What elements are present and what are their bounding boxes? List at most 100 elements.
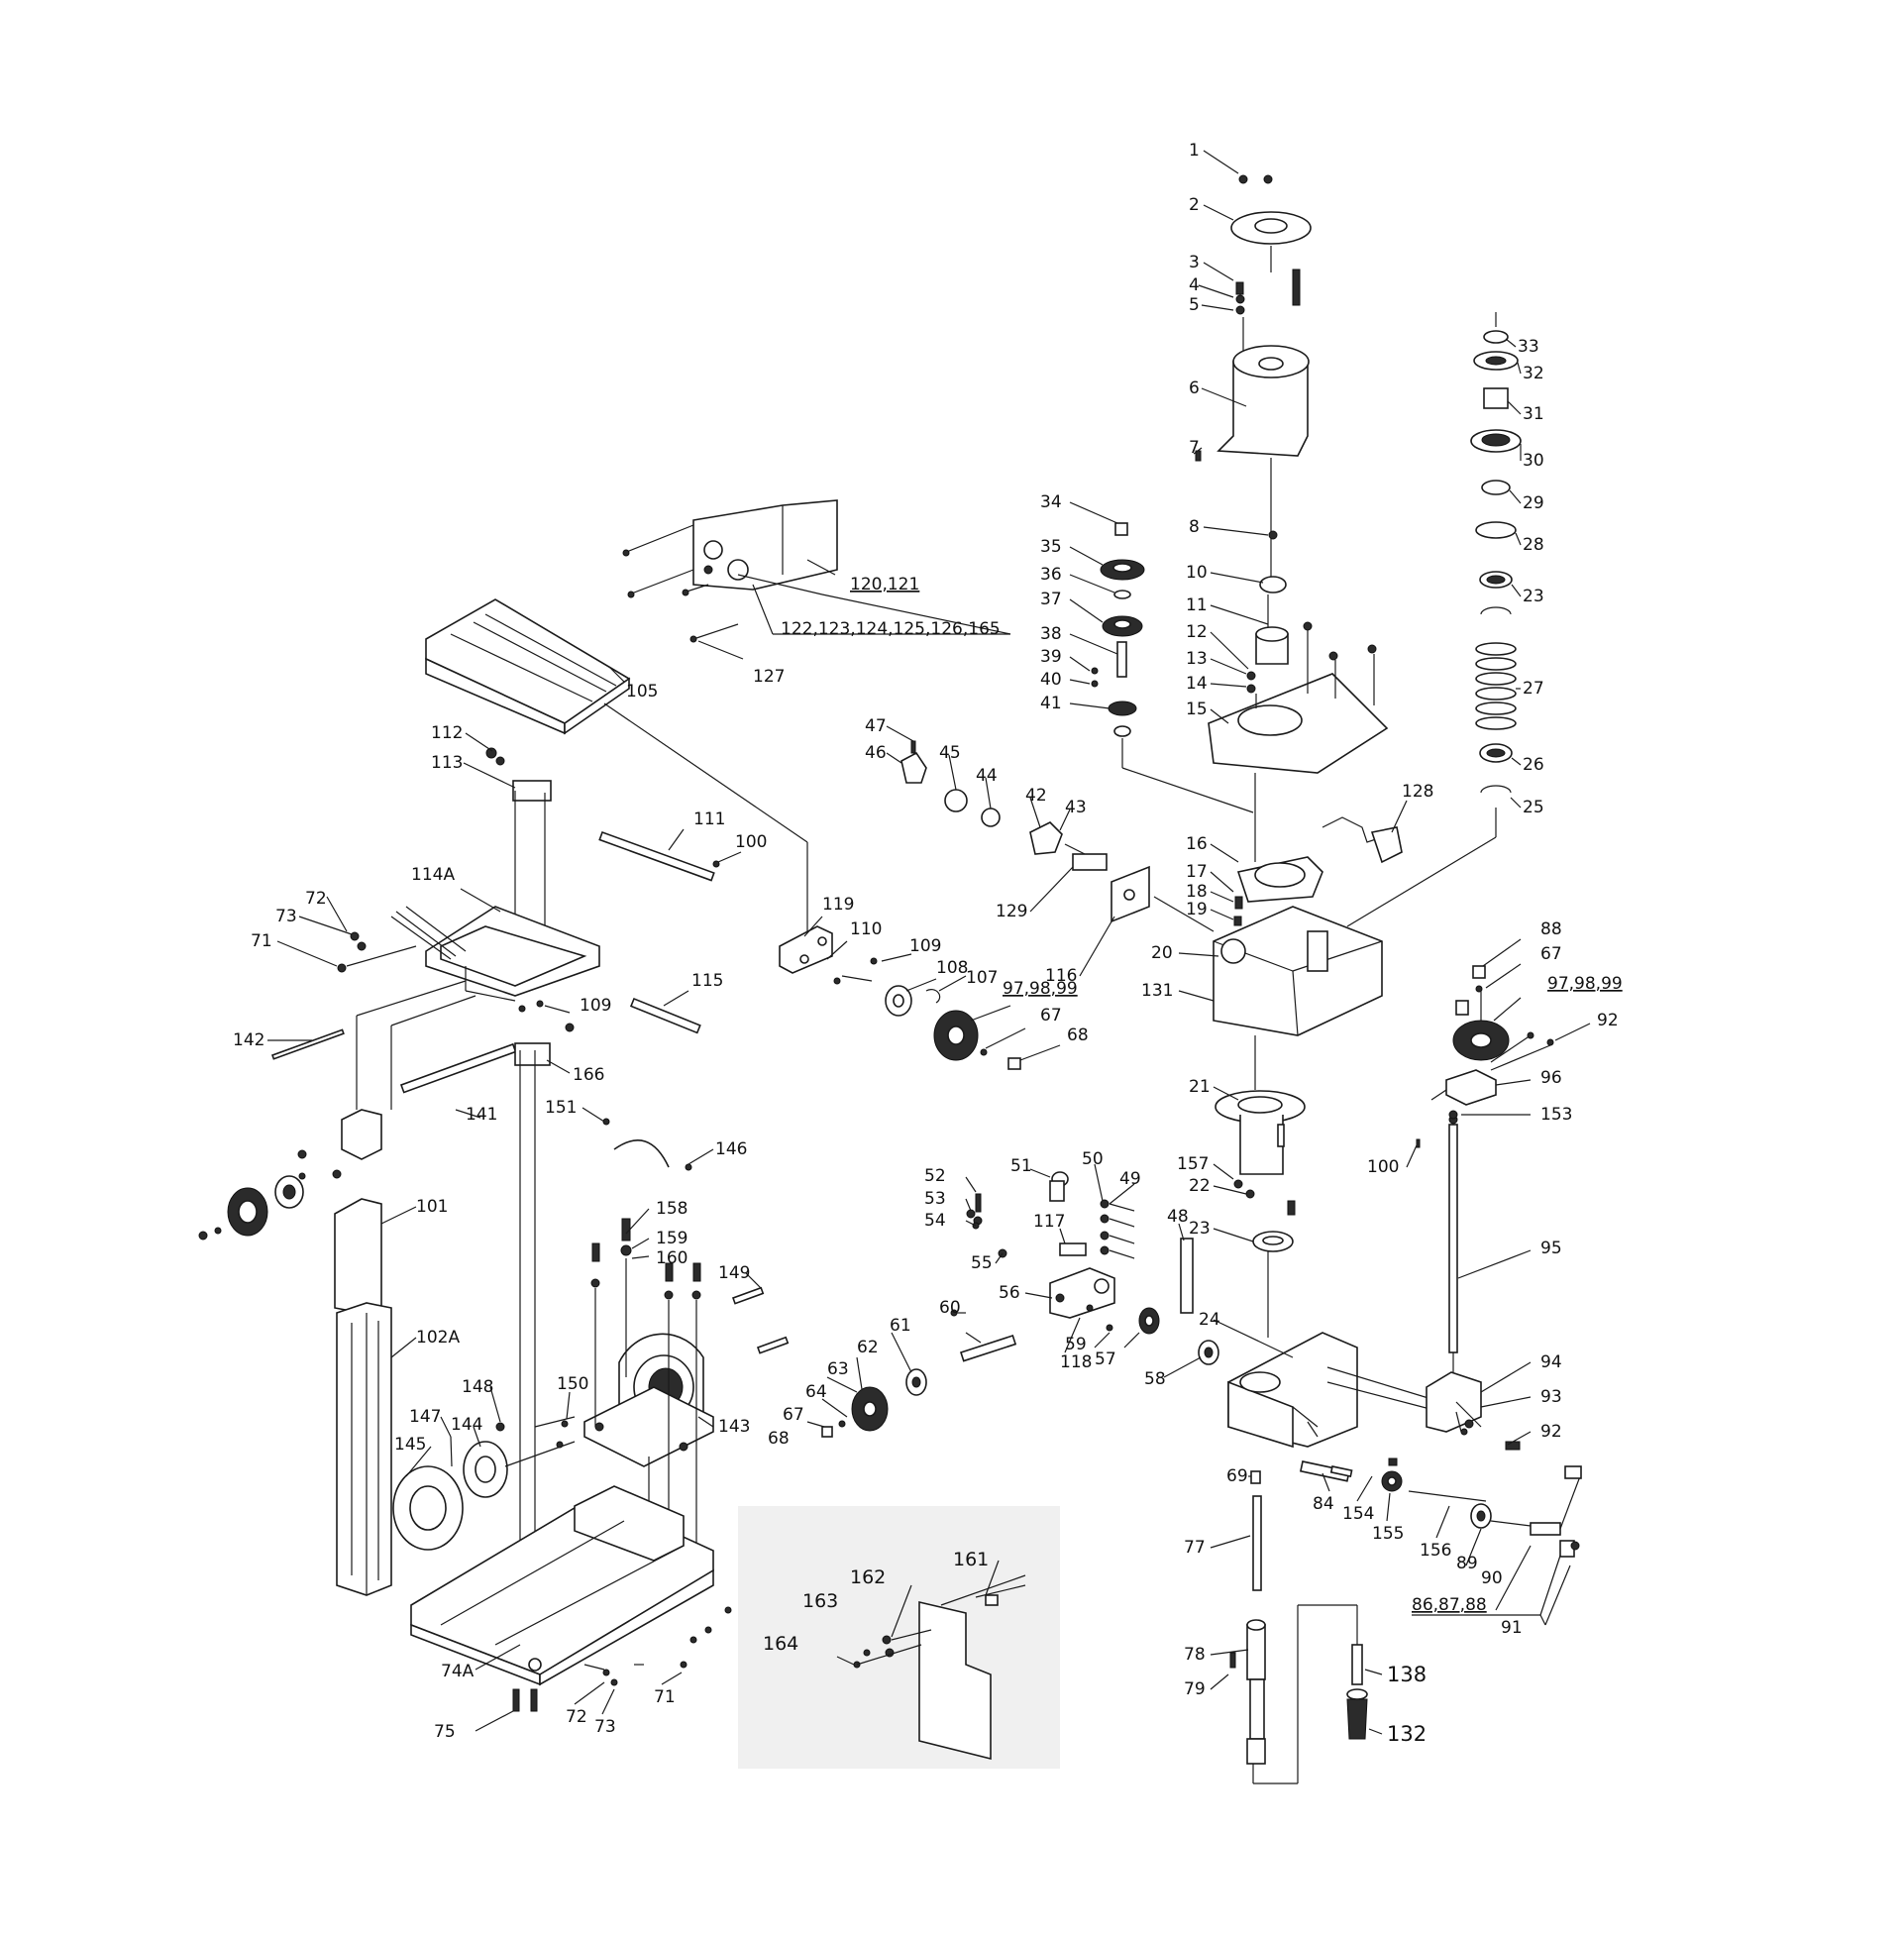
- label-108: 108: [936, 958, 968, 978]
- label-42: 42: [1025, 786, 1047, 806]
- label-40: 40: [1040, 670, 1062, 690]
- label-32: 32: [1523, 364, 1544, 383]
- label-149: 149: [718, 1263, 750, 1283]
- label-100a: 100: [735, 832, 767, 852]
- label-8: 8: [1189, 517, 1200, 537]
- control-box: [622, 499, 838, 643]
- label-68b: 68: [768, 1429, 790, 1449]
- label-39: 39: [1040, 647, 1062, 667]
- part-number-labels: 1 2 3 4 5 6 7 8 10 11 12 13 14 15 16 17 …: [233, 141, 1623, 1746]
- label-55: 55: [971, 1253, 993, 1273]
- label-69: 69: [1226, 1466, 1248, 1486]
- label-67c: 67: [1540, 944, 1562, 964]
- label-30: 30: [1523, 451, 1544, 471]
- label-49: 49: [1119, 1169, 1141, 1189]
- label-2: 2: [1189, 195, 1200, 215]
- label-118: 118: [1060, 1352, 1092, 1372]
- label-113: 113: [431, 753, 463, 773]
- label-150: 150: [557, 1374, 588, 1394]
- label-166: 166: [573, 1065, 604, 1085]
- label-154: 154: [1342, 1504, 1374, 1524]
- label-115: 115: [691, 971, 723, 991]
- label-67a: 67: [1040, 1006, 1062, 1025]
- label-29: 29: [1523, 493, 1544, 513]
- label-86-87-88: 86,87,88: [1412, 1595, 1487, 1615]
- label-146: 146: [715, 1139, 747, 1159]
- gear-stack-34-41: [1091, 522, 1254, 813]
- label-117: 117: [1033, 1212, 1065, 1232]
- label-97-98-99a: 97,98,99: [1003, 979, 1078, 999]
- label-15: 15: [1186, 700, 1208, 719]
- label-144: 144: [451, 1415, 482, 1435]
- label-38: 38: [1040, 624, 1062, 644]
- worm-shaft-assembly: [900, 740, 1215, 932]
- label-62: 62: [857, 1338, 879, 1357]
- base-assembly: [410, 1485, 732, 1712]
- label-28: 28: [1523, 535, 1544, 555]
- label-109a: 109: [909, 936, 941, 956]
- label-112: 112: [431, 723, 463, 743]
- label-43: 43: [1065, 798, 1087, 817]
- label-158: 158: [656, 1199, 688, 1219]
- label-159: 159: [656, 1229, 688, 1248]
- label-128: 128: [1402, 782, 1433, 802]
- label-58: 58: [1144, 1369, 1166, 1389]
- label-151: 151: [545, 1098, 577, 1118]
- coil-spring: [1475, 642, 1517, 730]
- label-54: 54: [924, 1211, 946, 1231]
- label-31: 31: [1523, 404, 1544, 424]
- label-18: 18: [1186, 882, 1208, 902]
- label-17: 17: [1186, 862, 1208, 882]
- label-16: 16: [1186, 834, 1208, 854]
- label-12: 12: [1186, 622, 1208, 642]
- label-19: 19: [1186, 900, 1208, 919]
- label-116: 116: [1045, 966, 1077, 986]
- label-45: 45: [939, 743, 961, 763]
- label-142: 142: [233, 1030, 264, 1050]
- label-33: 33: [1518, 337, 1539, 357]
- label-94: 94: [1540, 1352, 1562, 1372]
- label-26: 26: [1523, 755, 1544, 775]
- label-27: 27: [1523, 679, 1544, 699]
- label-92a: 92: [1597, 1011, 1619, 1030]
- label-52: 52: [924, 1166, 946, 1186]
- label-162: 162: [850, 1566, 886, 1588]
- label-51: 51: [1010, 1156, 1032, 1176]
- label-71a: 71: [251, 931, 272, 951]
- label-129: 129: [996, 902, 1027, 921]
- label-119: 119: [822, 895, 854, 915]
- label-147: 147: [409, 1407, 441, 1427]
- label-41: 41: [1040, 694, 1062, 713]
- label-23b: 23: [1523, 587, 1544, 606]
- label-77: 77: [1184, 1538, 1206, 1558]
- label-91: 91: [1501, 1618, 1523, 1638]
- spindle-spring-stack: [1322, 312, 1522, 927]
- label-74A: 74A: [441, 1662, 475, 1681]
- label-164: 164: [763, 1633, 798, 1655]
- crank-arc: [602, 1118, 692, 1171]
- label-114A: 114A: [411, 865, 455, 885]
- label-161: 161: [953, 1549, 989, 1570]
- inset-guard-detail: [738, 1506, 1060, 1769]
- label-122-165: 122,123,124,125,126,165: [781, 619, 1001, 639]
- label-50: 50: [1082, 1149, 1104, 1169]
- label-145: 145: [394, 1435, 426, 1455]
- label-110: 110: [850, 919, 882, 939]
- label-48: 48: [1167, 1207, 1189, 1227]
- label-97-98-99b: 97,98,99: [1547, 974, 1623, 994]
- label-60: 60: [939, 1298, 961, 1318]
- label-100b: 100: [1367, 1157, 1399, 1177]
- label-105: 105: [626, 682, 658, 702]
- label-78: 78: [1184, 1645, 1206, 1665]
- label-36: 36: [1040, 565, 1062, 585]
- label-131: 131: [1141, 981, 1173, 1001]
- label-64: 64: [805, 1382, 827, 1402]
- label-7: 7: [1189, 438, 1200, 458]
- label-25: 25: [1523, 798, 1544, 817]
- label-72b: 72: [566, 1707, 587, 1727]
- label-88: 88: [1540, 919, 1562, 939]
- label-141: 141: [466, 1105, 497, 1125]
- label-34: 34: [1040, 492, 1062, 512]
- label-63: 63: [827, 1359, 849, 1379]
